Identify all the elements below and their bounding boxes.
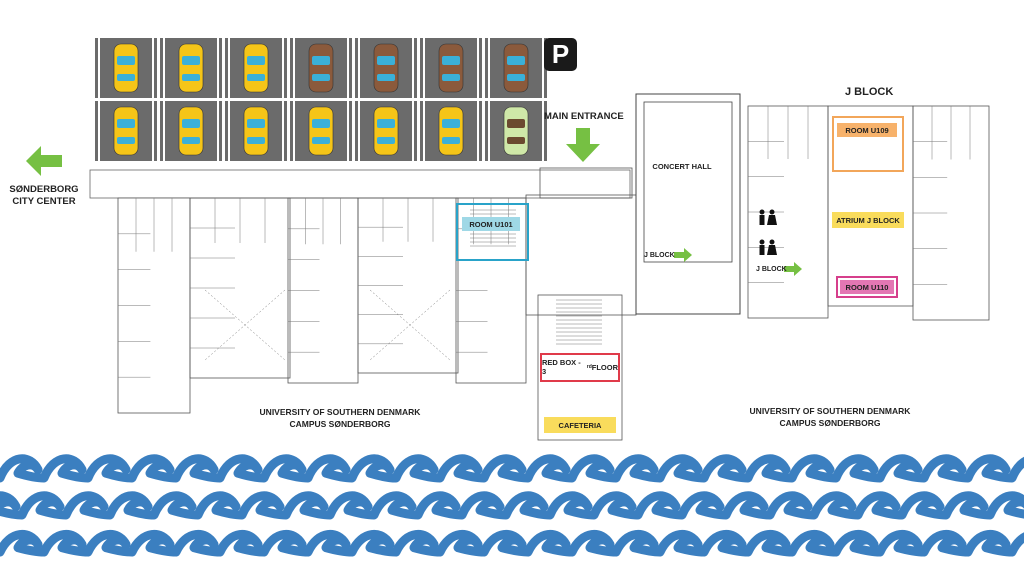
red-box-outline	[540, 353, 620, 382]
car-icon	[113, 43, 139, 93]
car-icon	[438, 106, 464, 156]
room-u101-outline	[456, 203, 529, 261]
j-block-arrow-label: J BLOCK	[756, 266, 787, 273]
car-icon	[113, 106, 139, 156]
car-icon	[373, 106, 399, 156]
parking-icon: P	[544, 38, 577, 71]
car-icon	[503, 43, 529, 93]
parking-lot	[95, 38, 547, 161]
car-icon	[308, 43, 334, 93]
room-u110-outline	[836, 276, 898, 298]
arrow-right-icon	[784, 262, 802, 276]
wave-pattern	[0, 454, 1024, 557]
j-block-title: J BLOCK	[845, 86, 894, 98]
car-icon	[373, 43, 399, 93]
car-icon	[243, 106, 269, 156]
main-entrance-label: MAIN ENTRANCE	[544, 111, 624, 122]
arrow-down-icon	[566, 128, 600, 162]
car-icon	[438, 43, 464, 93]
room-u109-label: ROOM U109	[837, 123, 897, 137]
car-icon	[243, 43, 269, 93]
atrium-j-block-label: ATRIUM J BLOCK	[832, 212, 904, 228]
cafeteria-label: CAFETERIA	[544, 417, 616, 433]
car-icon	[178, 106, 204, 156]
car-icon	[178, 43, 204, 93]
arrow-right-icon	[674, 248, 692, 262]
j-block-arrow-label: J BLOCK	[644, 252, 675, 259]
concert-hall-label: CONCERT HALL	[652, 162, 712, 171]
arrow-left-icon	[26, 146, 62, 176]
interior-walls	[118, 106, 971, 378]
car-icon	[503, 106, 529, 156]
room-u101-label: ROOM U101	[462, 217, 520, 231]
room-u110-label: ROOM U110	[840, 280, 894, 294]
toilet-icon	[759, 209, 777, 255]
car-icon	[308, 106, 334, 156]
room-u109-outline	[832, 116, 904, 172]
